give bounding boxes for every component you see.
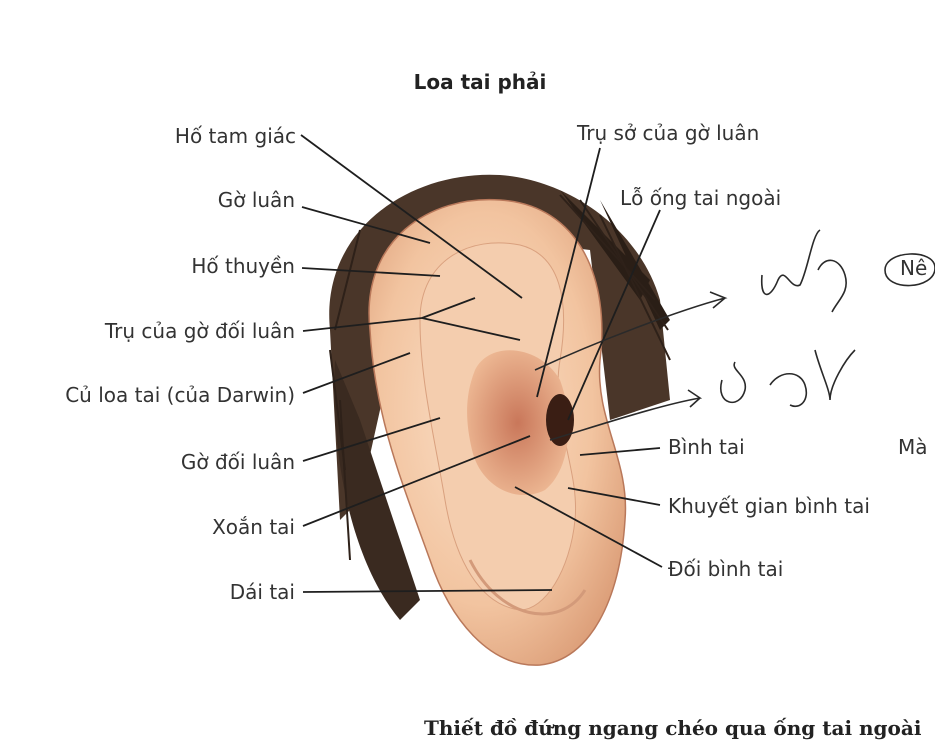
label-lo-ong-tai: Lỗ ống tai ngoài — [620, 186, 782, 210]
label-binh-tai: Bình tai — [668, 435, 745, 459]
label-doi-binh-tai: Đối bình tai — [668, 557, 784, 581]
label-go-doi-luan: Gờ đối luân — [180, 450, 295, 474]
handwritten-annotations — [534, 229, 935, 441]
side-text-ne: Nê — [900, 256, 928, 280]
diagram-title: Loa tai phải — [413, 70, 547, 94]
label-tru-go-doi-luan: Trụ của gờ đối luân — [104, 319, 295, 343]
label-cu-loa-tai: Củ loa tai (của Darwin) — [65, 383, 295, 407]
label-ho-thuyen: Hố thuyền — [191, 254, 295, 278]
label-ho-tam-giac: Hố tam giác — [174, 124, 296, 148]
side-text-ma: Mà — [898, 435, 928, 459]
label-tru-so-go-luan: Trụ sở của gờ luân — [577, 121, 760, 145]
label-xoan-tai: Xoắn tai — [212, 515, 295, 539]
footer-caption: Thiết đồ đứng ngang chéo qua ống tai ngo… — [424, 716, 922, 740]
ear-canal — [546, 394, 574, 446]
ear-concha — [467, 350, 569, 496]
label-khuyet-gian-binh-tai: Khuyết gian bình tai — [668, 494, 870, 518]
label-dai-tai: Dái tai — [229, 580, 295, 604]
leader-lines — [300, 134, 663, 593]
label-go-luan: Gờ luân — [217, 188, 295, 212]
hair-foreground — [329, 194, 671, 561]
